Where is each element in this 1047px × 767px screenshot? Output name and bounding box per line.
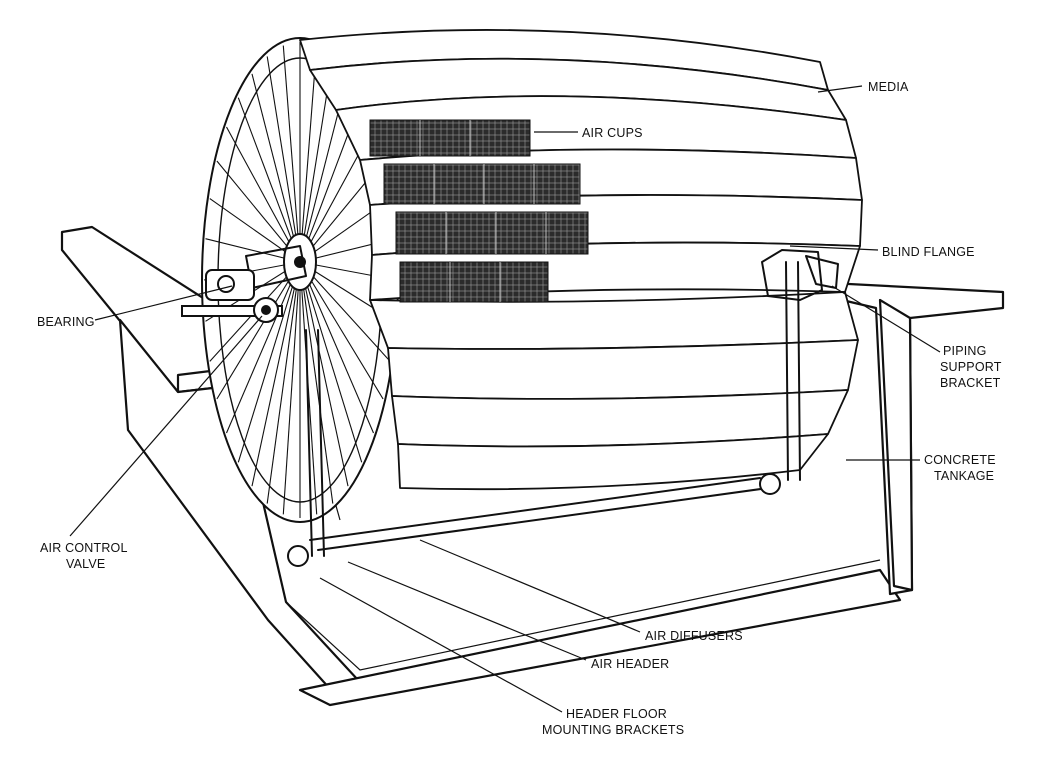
wheel-spoke [299,261,384,400]
label-air-header: AIR HEADER [591,657,669,671]
air-header-pipe [287,261,801,567]
label-piping-support-bracket-line3: BRACKET [940,376,1001,390]
wheel-spoke [299,261,349,487]
wheel-spoke [266,261,301,504]
labels: MEDIA AIR CUPS BLIND FLANGE BEARING PIPI… [37,80,1002,737]
wheel-spoke [299,261,363,463]
label-piping-support-bracket-line2: SUPPORT [940,360,1002,374]
label-bearing: BEARING [37,315,95,329]
label-header-floor-mounting-brackets-line1: HEADER FLOOR [566,707,667,721]
label-header-floor-mounting-brackets-line2: MOUNTING BRACKETS [542,723,684,737]
label-media: MEDIA [868,80,909,94]
wheel-spoke [299,261,375,434]
wheel-spoke [299,45,318,263]
drum-media-panels [299,29,863,491]
wheel-spoke [226,126,301,263]
label-blind-flange: BLIND FLANGE [882,245,975,259]
label-concrete-tankage-line2: TANKAGE [934,469,994,483]
wheel-spoke [266,56,301,263]
wheel-spoke [216,261,301,400]
drum-end-wheel [201,37,399,523]
air-cups [369,119,589,303]
label-air-control-valve-line2: VALVE [66,557,105,571]
wheel-spoke [299,261,334,504]
wheel-spoke [251,261,301,487]
label-air-control-valve-line1: AIR CONTROL [40,541,128,555]
wheel-spoke [299,261,391,362]
label-concrete-tankage-line1: CONCRETE [924,453,996,467]
wheel-spoke [251,73,301,263]
leader-lines [69,85,941,713]
label-air-cups: AIR CUPS [582,126,643,140]
wheel-spoke [282,45,301,263]
label-air-diffusers: AIR DIFFUSERS [645,629,743,643]
wheel-spoke [282,261,301,515]
wheel-spoke [225,261,301,434]
wheel-spoke [237,97,301,263]
wheel-spoke [237,261,301,463]
label-piping-support-bracket-line1: PIPING [943,344,987,358]
bearing-assembly [181,245,307,323]
